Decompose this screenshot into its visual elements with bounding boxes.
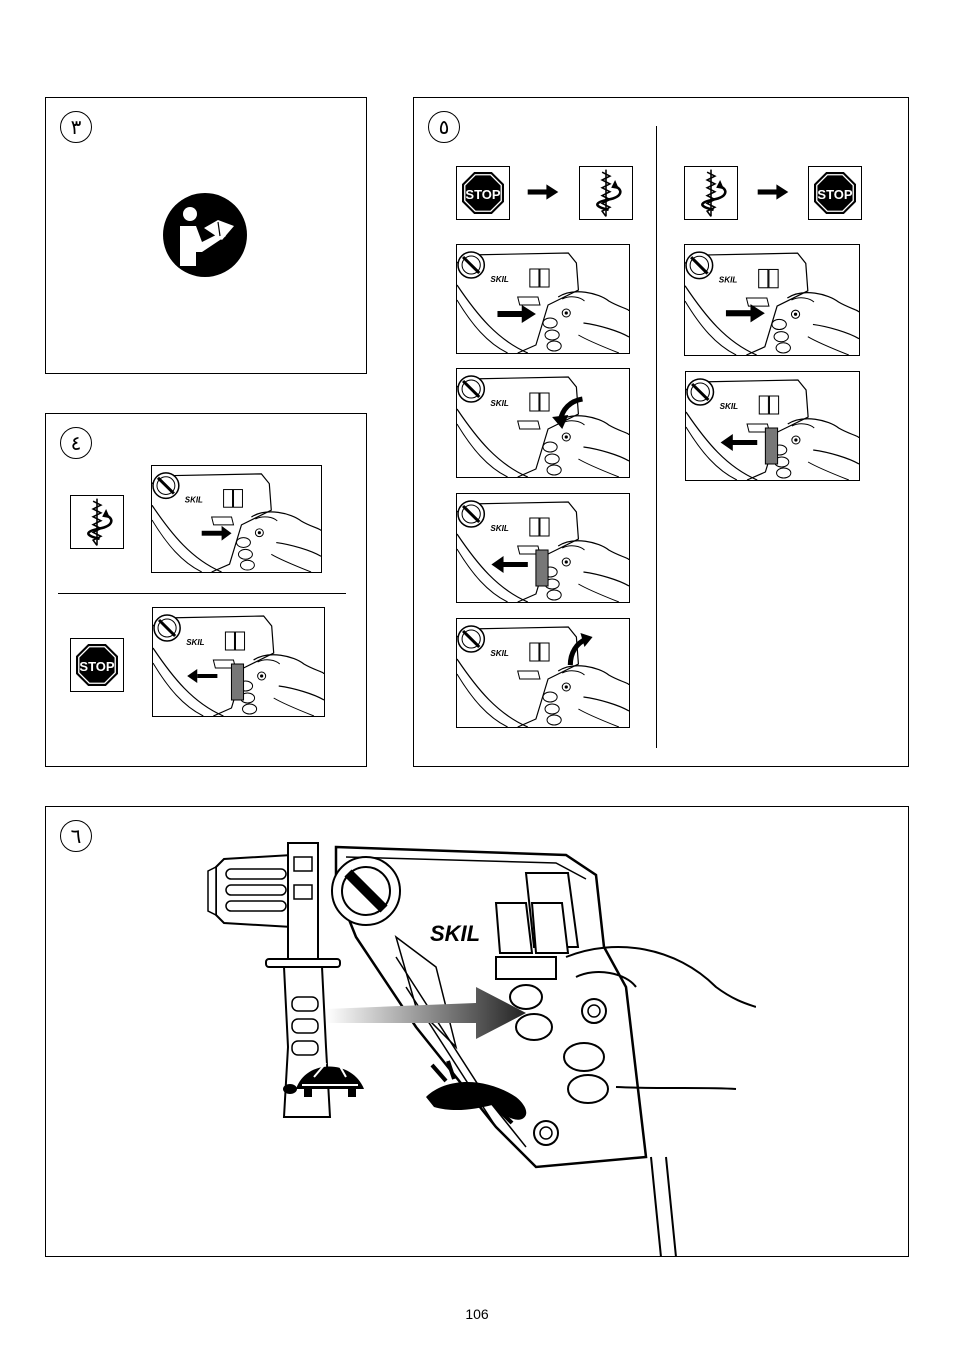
- trigger-press-scene: SKIL: [151, 465, 322, 573]
- trigger-release-scene: SKIL: [152, 607, 325, 717]
- svg-text:SKIL: SKIL: [490, 399, 508, 408]
- side-handle: [265, 842, 341, 1118]
- panel-4: ٤ SKIL STOP SKIL: [45, 413, 367, 767]
- panel-4-divider: [58, 593, 346, 594]
- stop-label: STOP: [465, 187, 500, 202]
- drill-speed-illustration: SKIL: [196, 827, 757, 1258]
- speed-gradient-arrow: [326, 987, 526, 1039]
- step-release-locked-trigger-scene: SKIL: [685, 371, 860, 481]
- step-lock-button-scene: SKIL: [456, 368, 630, 478]
- drill-rotation-icon: [579, 166, 633, 220]
- svg-text:SKIL: SKIL: [719, 276, 738, 285]
- panel-3-number: ٣: [60, 111, 92, 143]
- rabbit-fast-icon: [426, 1060, 527, 1125]
- arrow-right-icon: [526, 183, 560, 201]
- svg-text:SKIL: SKIL: [186, 638, 204, 647]
- trigger: [509, 984, 553, 1041]
- drill-chuck: [207, 853, 301, 929]
- stop-label: STOP: [817, 187, 852, 202]
- step-release-trigger-scene: SKIL: [456, 493, 630, 603]
- arrow-right-icon: [756, 183, 790, 201]
- page-number: 106: [465, 1306, 489, 1322]
- stop-icon: STOP: [456, 166, 510, 220]
- panel-6: ٦: [45, 806, 909, 1258]
- stop-icon: STOP: [808, 166, 862, 220]
- step-press-trigger-scene: SKIL: [456, 244, 630, 354]
- drill-rotation-icon: [684, 166, 738, 220]
- panel-3: ٣: [45, 97, 367, 374]
- panel-6-number: ٦: [60, 820, 92, 852]
- svg-text:SKIL: SKIL: [490, 524, 508, 533]
- drill-rotation-icon: [70, 495, 124, 549]
- svg-text:SKIL: SKIL: [490, 649, 508, 658]
- stop-label: STOP: [79, 659, 114, 674]
- step-trigger-locked-scene: SKIL: [456, 618, 630, 728]
- skil-logo: SKIL: [430, 921, 480, 946]
- svg-text:SKIL: SKIL: [720, 402, 739, 411]
- stop-icon: STOP: [70, 638, 124, 692]
- panel-5: ٥ STOP STOP SKIL: [413, 97, 909, 767]
- panel-4-number: ٤: [60, 427, 92, 459]
- step-press-locked-trigger-scene: SKIL: [684, 244, 860, 356]
- panel-5-number: ٥: [428, 111, 460, 143]
- power-cord: [650, 1156, 677, 1258]
- hand: [563, 946, 757, 1104]
- read-manual-icon: [162, 192, 248, 278]
- turtle-slow-icon: [283, 1062, 364, 1097]
- svg-text:SKIL: SKIL: [490, 275, 508, 284]
- panel-5-divider: [656, 126, 657, 748]
- skil-logo-small: SKIL: [185, 495, 203, 504]
